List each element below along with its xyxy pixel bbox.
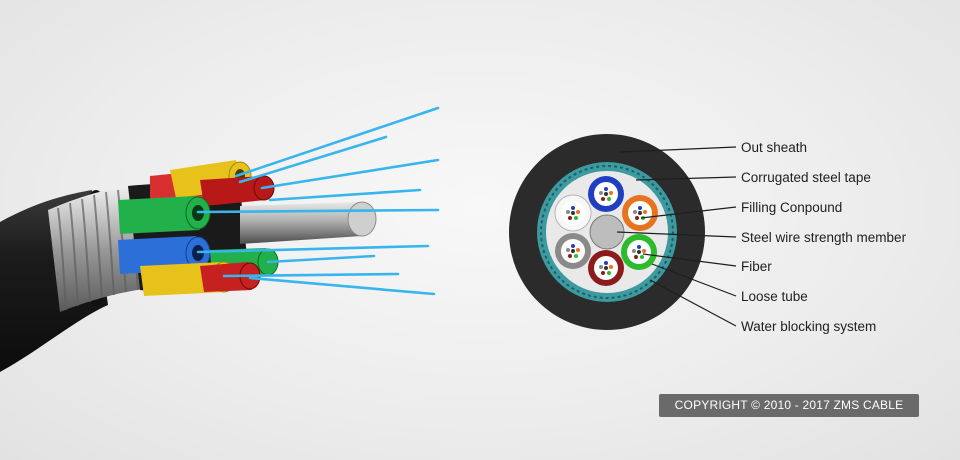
cable-cross-section: Out sheath Corrugated steel tape Filling… xyxy=(509,134,907,334)
callout-steel-wire-strength-member: Steel wire strength member xyxy=(741,230,907,245)
callout-out-sheath: Out sheath xyxy=(741,140,807,155)
leader-filling-compound xyxy=(640,206,737,219)
leader-fiber xyxy=(642,253,737,267)
strength-rod-end xyxy=(347,201,377,237)
leader-out-sheath xyxy=(619,146,737,153)
leader-loose-tube xyxy=(651,263,737,297)
callout-filling-compound: Filling Conpound xyxy=(741,200,842,215)
callout-leader-lines xyxy=(616,146,737,327)
fiber-strands xyxy=(196,106,440,296)
fibers-in-tubes xyxy=(566,187,647,275)
leader-water-blocking-system xyxy=(649,279,737,327)
leader-corrugated-steel-tape xyxy=(635,176,737,181)
strength-rod xyxy=(240,202,362,244)
callout-fiber: Fiber xyxy=(741,259,772,274)
callout-labels: Out sheath Corrugated steel tape Filling… xyxy=(741,140,907,334)
callout-water-blocking-system: Water blocking system xyxy=(741,319,876,334)
copyright-badge: COPYRIGHT © 2010 - 2017 ZMS CABLE xyxy=(659,394,919,417)
callout-loose-tube: Loose tube xyxy=(741,289,808,304)
leader-steel-wire-strength-member xyxy=(616,231,737,238)
cable-3d-view xyxy=(0,106,440,372)
callout-corrugated-steel-tape: Corrugated steel tape xyxy=(741,170,871,185)
